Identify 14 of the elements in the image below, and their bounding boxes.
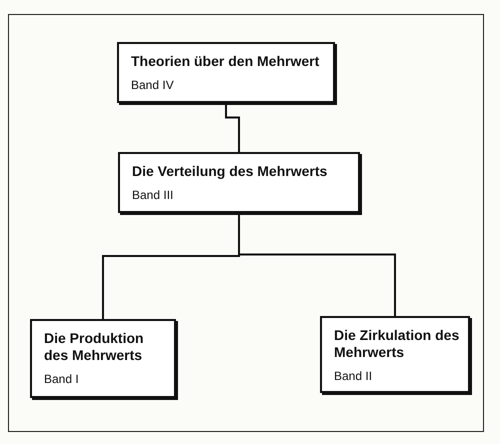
volume-number: Band III bbox=[132, 188, 174, 202]
volume-title: Die Produktion des Mehrwerts bbox=[44, 330, 145, 364]
text-box bbox=[30, 319, 176, 398]
volume-title: Die Zirkulation des Mehrwerts bbox=[334, 327, 460, 361]
volume-title: Theorien über den Mehrwert bbox=[131, 53, 320, 70]
connector-line bbox=[238, 213, 396, 316]
text-box bbox=[117, 42, 335, 103]
text-box bbox=[320, 316, 470, 393]
volume-title: Die Verteilung des Mehrwerts bbox=[132, 163, 328, 180]
connector-line bbox=[225, 103, 240, 152]
volume-number: Band I bbox=[44, 372, 80, 386]
volume-number: Band II bbox=[334, 369, 374, 383]
text-box bbox=[118, 152, 360, 213]
volume-number: Band IV bbox=[131, 78, 175, 92]
